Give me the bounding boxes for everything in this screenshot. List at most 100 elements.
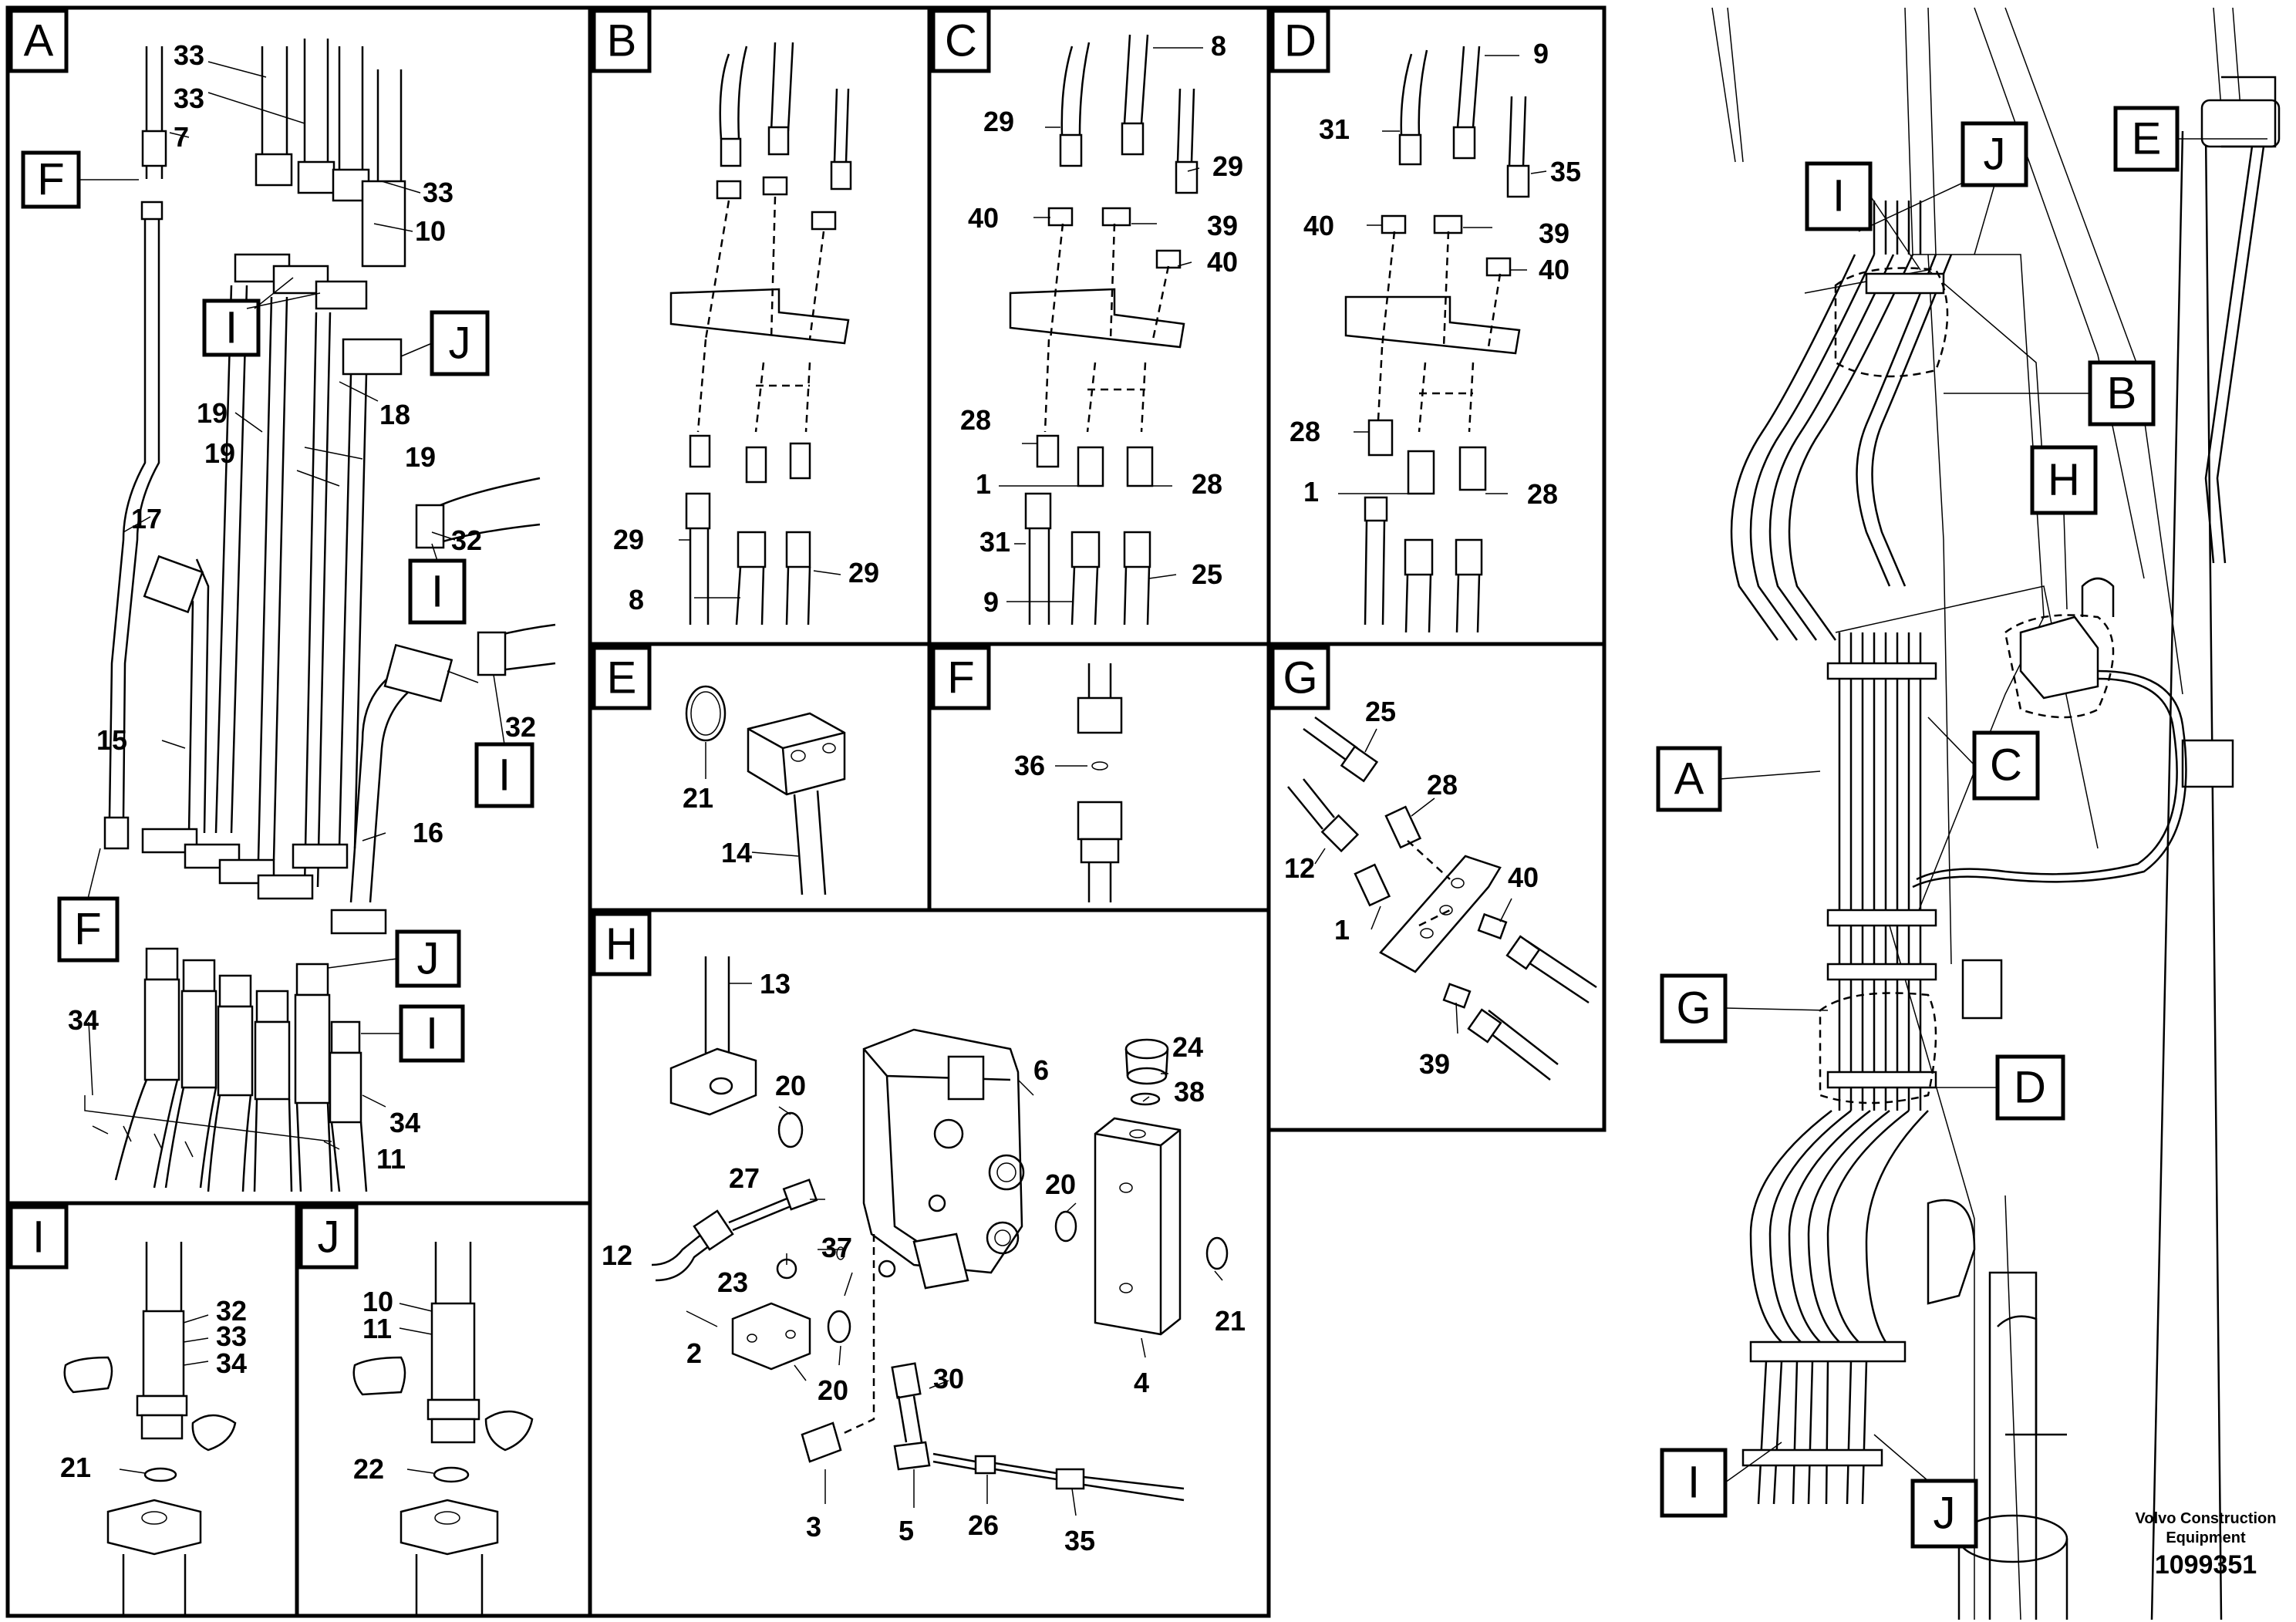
overview-callout-i-top: I [1832, 171, 1845, 221]
label-e-21: 21 [683, 782, 713, 814]
label-h-35: 35 [1064, 1525, 1095, 1556]
overview-callout-b: B [2107, 369, 2137, 419]
label-g-25: 25 [1365, 696, 1396, 727]
label-c-8: 8 [1211, 30, 1226, 62]
label-a-16: 16 [413, 817, 443, 848]
label-a-33-3: 33 [423, 177, 453, 208]
callout-a-i-4: I [426, 1009, 438, 1059]
panel-d-letter: D [1284, 16, 1317, 66]
label-h-20-3: 20 [818, 1374, 848, 1406]
label-h-3: 3 [806, 1511, 821, 1543]
label-a-32-2: 32 [505, 711, 536, 743]
overview-callout-j-bottom: J [1934, 1489, 1956, 1539]
label-h-12: 12 [602, 1239, 632, 1271]
label-h-5: 5 [899, 1515, 914, 1546]
overview-callout-i-bottom: I [1687, 1458, 1700, 1508]
panel-e: E 21 14 [592, 646, 846, 895]
label-h-4: 4 [1134, 1367, 1149, 1398]
label-g-39: 39 [1419, 1048, 1450, 1080]
panel-h: H [592, 912, 1246, 1556]
label-i-21: 21 [60, 1452, 91, 1483]
label-a-33-1: 33 [174, 39, 204, 71]
callout-a-i-3: I [498, 750, 511, 801]
panel-b: B 29 8 29 [592, 8, 879, 626]
footer: Volvo Construction Equipment 1099351 [2136, 1510, 2277, 1580]
label-a-34-2: 34 [389, 1107, 420, 1138]
label-h-13: 13 [760, 968, 791, 1000]
panel-i-letter: I [32, 1212, 45, 1263]
panel-c-letter: C [945, 16, 977, 66]
label-b-29-2: 29 [848, 557, 879, 588]
footer-company: Volvo Construction [2136, 1510, 2277, 1527]
label-a-34-1: 34 [68, 1004, 99, 1036]
boom-overview: E J I B H C A G D I J [1656, 7, 2281, 1620]
label-h-30: 30 [933, 1363, 964, 1394]
label-c-31: 31 [979, 526, 1010, 558]
label-a-10: 10 [415, 215, 446, 247]
label-g-40: 40 [1508, 862, 1539, 893]
label-h-2: 2 [686, 1337, 702, 1369]
panel-a: A [8, 8, 556, 1192]
label-d-40-1: 40 [1303, 210, 1334, 241]
label-a-19-1: 19 [197, 397, 228, 429]
label-e-14: 14 [721, 837, 752, 868]
overview-callout-g: G [1676, 983, 1711, 1034]
label-i-34: 34 [216, 1347, 247, 1379]
panel-f: F 36 [931, 646, 1123, 902]
label-d-35: 35 [1550, 156, 1581, 187]
panel-f-letter: F [947, 653, 974, 703]
panel-e-letter: E [607, 653, 637, 703]
label-j-11: 11 [362, 1313, 392, 1344]
label-h-20-1: 20 [775, 1070, 806, 1101]
label-d-39: 39 [1539, 218, 1569, 249]
label-c-9: 9 [983, 586, 999, 618]
overview-callout-d: D [2014, 1063, 2046, 1113]
label-a-17: 17 [131, 503, 162, 534]
panel-j-letter: J [318, 1212, 340, 1263]
callout-a-i-1: I [225, 303, 238, 353]
label-c-1: 1 [976, 468, 991, 500]
callout-a-f-top: F [37, 155, 64, 205]
label-h-37: 37 [821, 1232, 852, 1263]
label-h-20-2: 20 [1045, 1168, 1076, 1200]
callout-a-i-2: I [431, 567, 443, 617]
label-a-19-3: 19 [405, 441, 436, 473]
overview-callout-h: H [2048, 455, 2080, 505]
label-a-18: 18 [379, 399, 410, 430]
footer-doc-number: 1099351 [2155, 1550, 2257, 1580]
footer-company-line2: Equipment [2166, 1529, 2246, 1546]
panel-a-letter: A [24, 16, 54, 66]
label-h-27: 27 [729, 1162, 760, 1194]
label-g-28: 28 [1427, 769, 1458, 801]
label-h-6: 6 [1033, 1054, 1049, 1086]
label-a-33-2: 33 [174, 83, 204, 114]
overview-callout-e: E [2132, 114, 2162, 164]
label-c-29-2: 29 [1212, 150, 1243, 182]
label-h-26: 26 [968, 1509, 999, 1541]
label-c-28-1: 28 [960, 404, 991, 436]
label-c-28-2: 28 [1192, 468, 1222, 500]
label-a-11: 11 [376, 1143, 406, 1175]
label-c-29-1: 29 [983, 106, 1014, 137]
label-c-39: 39 [1207, 210, 1238, 241]
callout-a-j-1: J [449, 319, 471, 369]
label-i-33: 33 [216, 1320, 247, 1352]
label-d-28-2: 28 [1527, 478, 1558, 510]
label-a-7: 7 [174, 121, 189, 153]
label-i-32: 32 [216, 1295, 247, 1327]
label-a-32-1: 32 [451, 524, 482, 556]
panel-j: J 10 11 22 [298, 1205, 534, 1616]
panel-h-letter: H [605, 919, 638, 969]
panel-d: D 9 31 35 40 39 40 28 1 28 [1270, 8, 1581, 633]
label-b-8: 8 [629, 584, 644, 615]
label-d-40-2: 40 [1539, 254, 1569, 285]
panel-b-letter: B [607, 16, 637, 66]
label-a-15: 15 [96, 724, 127, 756]
label-h-23: 23 [717, 1266, 748, 1298]
panel-g: G 25 28 12 1 40 39 [1270, 646, 1597, 1081]
label-j-10: 10 [362, 1286, 393, 1317]
label-c-40-1: 40 [968, 202, 999, 234]
label-a-19-2: 19 [204, 437, 235, 469]
label-b-29-1: 29 [613, 524, 644, 555]
